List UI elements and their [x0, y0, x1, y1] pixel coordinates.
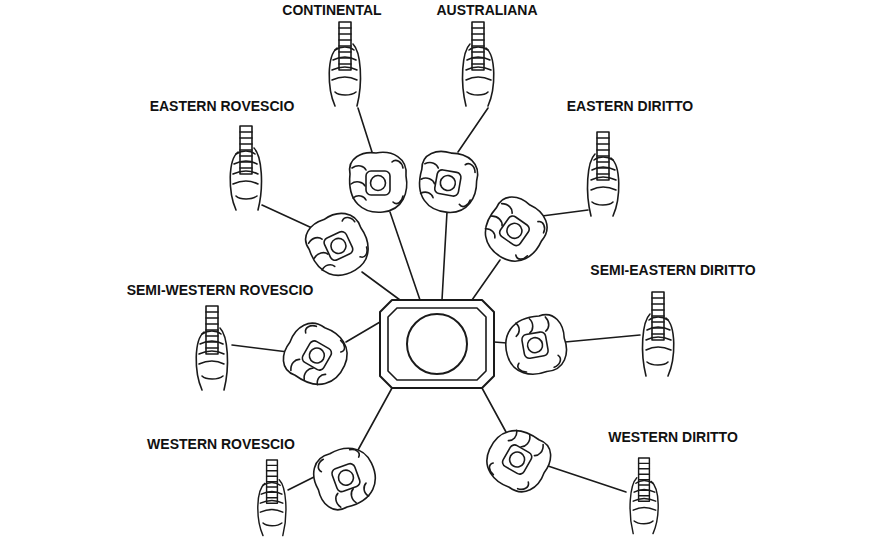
- side-western-rovescio: [258, 460, 286, 536]
- grip-label: SEMI-WESTERN ROVESCIO: [127, 282, 314, 299]
- side-semi-eastern-diritto: [643, 292, 674, 376]
- fist-eastern-diritto: [474, 189, 555, 271]
- fist-eastern-rovescio: [300, 206, 377, 284]
- grip-label: EASTERN ROVESCIO: [150, 98, 295, 115]
- grip-label: EASTERN DIRITTO: [567, 98, 694, 115]
- grip-label: WESTERN ROVESCIO: [147, 436, 295, 453]
- grip-label: WESTERN DIRITTO: [608, 429, 738, 446]
- grip-rays: [346, 212, 507, 450]
- fist-western-diritto: [477, 420, 557, 499]
- fist-semi-eastern-diritto: [501, 312, 570, 379]
- grip-label: SEMI-EASTERN DIRITTO: [590, 262, 755, 279]
- fist-continental: [350, 152, 407, 212]
- side-eastern-rovescio: [230, 126, 261, 210]
- fist-western-rovescio: [307, 441, 383, 515]
- side-continental: [329, 22, 360, 106]
- side-australiana: [463, 22, 494, 106]
- side-eastern-diritto: [588, 132, 619, 216]
- grip-label: CONTINENTAL: [282, 2, 381, 19]
- handle-circle: [407, 314, 467, 374]
- grip-label: AUSTRALIANA: [436, 2, 537, 19]
- handle-octagon: [380, 300, 494, 388]
- side-semi-western-rovescio: [196, 306, 227, 390]
- fist-australiana: [415, 148, 482, 217]
- handle-octagon-inner: [388, 308, 486, 380]
- side-western-diritto: [630, 458, 658, 534]
- hand-links: [232, 108, 640, 492]
- fist-semi-western-rovescio: [276, 315, 356, 394]
